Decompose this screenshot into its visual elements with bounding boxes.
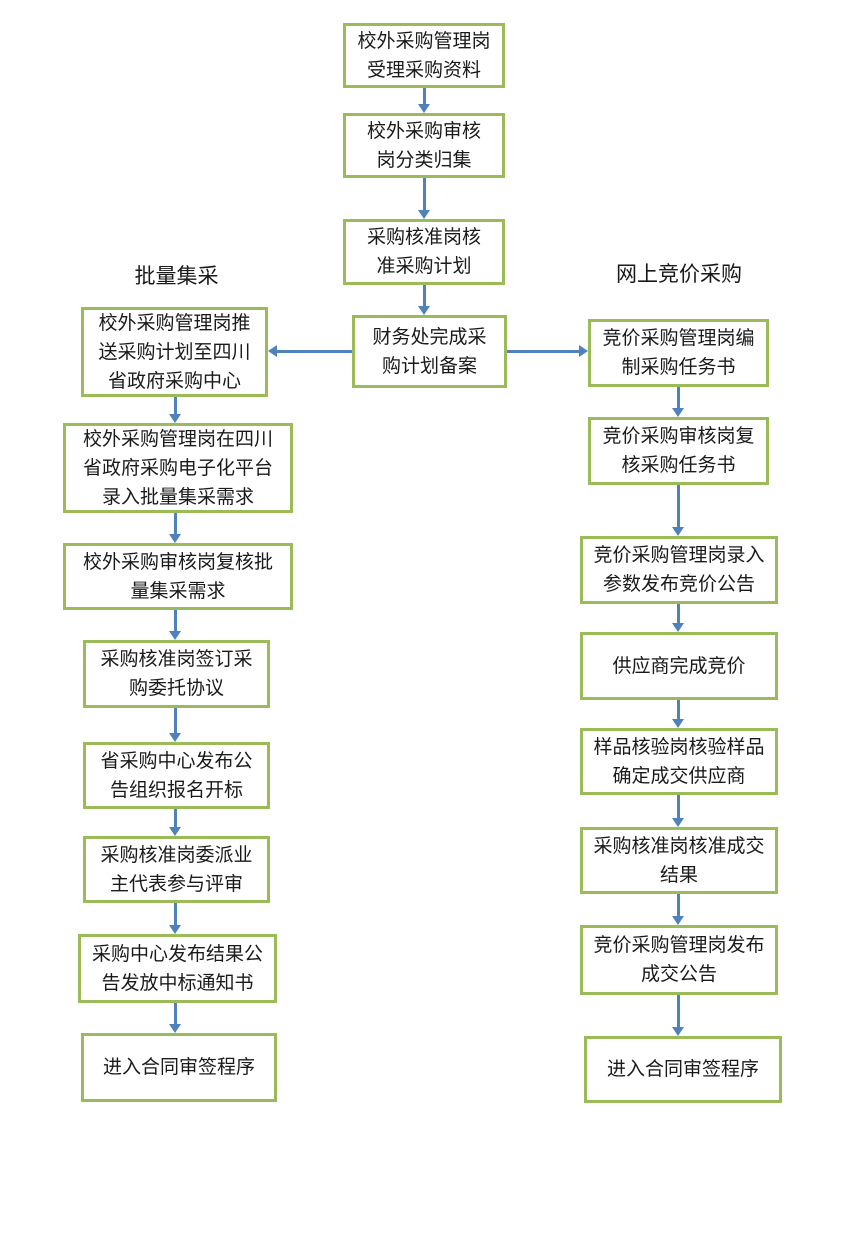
branch-title-batch-procurement: 批量集采 bbox=[134, 264, 219, 288]
arrow-head bbox=[672, 1027, 684, 1036]
step-label: 采购核准岗委派业主代表参与评审 bbox=[100, 844, 253, 895]
step-review-task-book: 竞价采购审核岗复核采购任务书 bbox=[588, 417, 769, 485]
arrow-down-icon bbox=[672, 894, 684, 925]
step-label: 财务处完成采购计划备案 bbox=[372, 326, 487, 377]
arrow-down-icon bbox=[672, 700, 684, 728]
arrow-stem bbox=[173, 610, 177, 632]
step-finance-plan-filing: 财务处完成采购计划备案 bbox=[352, 315, 507, 388]
arrow-head bbox=[169, 1024, 181, 1033]
arrow-stem bbox=[676, 795, 680, 819]
step-accept-purchase-materials: 校外采购管理岗受理采购资料 bbox=[343, 23, 505, 88]
step-label: 校外采购管理岗在四川省政府采购电子化平台录入批量集采需求 bbox=[82, 428, 273, 508]
arrow-head bbox=[418, 306, 430, 315]
step-label: 校外采购审核岗复核批量集采需求 bbox=[82, 551, 273, 602]
arrow-head bbox=[169, 827, 181, 836]
step-label: 采购核准岗核准采购计划 bbox=[366, 227, 481, 277]
arrow-down-icon bbox=[418, 285, 430, 315]
arrow-stem bbox=[173, 397, 177, 415]
arrow-head bbox=[169, 414, 181, 423]
step-label: 省采购中心发布公告组织报名开标 bbox=[100, 750, 253, 801]
arrow-down-icon bbox=[169, 610, 181, 640]
step-label: 采购中心发布结果公告发放中标通知书 bbox=[91, 943, 263, 994]
step-label: 竞价采购管理岗录入参数发布竞价公告 bbox=[593, 545, 765, 595]
step-label: 竞价采购审核岗复核采购任务书 bbox=[602, 426, 755, 476]
arrow-head bbox=[672, 719, 684, 728]
arrow-down-icon bbox=[672, 995, 684, 1036]
arrow-stem bbox=[507, 350, 580, 353]
arrow-stem bbox=[422, 88, 426, 105]
arrow-stem bbox=[676, 485, 680, 528]
arrow-stem bbox=[173, 513, 177, 535]
arrow-stem bbox=[676, 995, 680, 1028]
arrow-stem bbox=[276, 350, 352, 353]
arrow-stem bbox=[173, 903, 177, 926]
arrow-head bbox=[169, 534, 181, 543]
step-label: 供应商完成竞价 bbox=[612, 655, 746, 677]
arrow-stem bbox=[173, 1003, 177, 1025]
step-enter-contract-review-right: 进入合同审签程序 bbox=[584, 1036, 782, 1103]
arrow-head bbox=[672, 623, 684, 632]
step-label: 竞价采购管理岗发布成交公告 bbox=[593, 935, 765, 985]
step-sample-verify: 样品核验岗核验样品确定成交供应商 bbox=[580, 728, 778, 795]
step-assign-owner-representative: 采购核准岗委派业主代表参与评审 bbox=[83, 836, 270, 903]
arrow-head bbox=[672, 818, 684, 827]
arrow-head bbox=[418, 104, 430, 113]
step-approve-purchase-plan: 采购核准岗核准采购计划 bbox=[343, 219, 505, 285]
arrow-stem bbox=[173, 809, 177, 828]
step-publish-deal-notice: 竞价采购管理岗发布成交公告 bbox=[580, 925, 778, 995]
step-enter-contract-review-left: 进入合同审签程序 bbox=[81, 1033, 277, 1102]
arrow-down-icon bbox=[672, 387, 684, 417]
arrow-stem bbox=[173, 708, 177, 734]
arrow-down-icon bbox=[169, 708, 181, 742]
step-label: 样品核验岗核验样品确定成交供应商 bbox=[593, 736, 765, 787]
arrow-down-icon bbox=[672, 485, 684, 536]
arrow-head bbox=[672, 408, 684, 417]
arrow-stem bbox=[676, 894, 680, 917]
arrow-left-icon bbox=[268, 345, 352, 358]
step-push-plan-to-province-center: 校外采购管理岗推送采购计划至四川省政府采购中心 bbox=[81, 307, 268, 397]
arrow-head bbox=[268, 345, 277, 357]
arrow-head bbox=[169, 925, 181, 934]
step-approve-deal-result: 采购核准岗核准成交结果 bbox=[580, 827, 778, 894]
arrow-head bbox=[169, 631, 181, 640]
arrow-down-icon bbox=[169, 513, 181, 543]
step-label: 校外采购管理岗推送采购计划至四川省政府采购中心 bbox=[98, 312, 251, 392]
step-label: 进入合同审签程序 bbox=[606, 1059, 759, 1080]
step-sign-entrust-agreement: 采购核准岗签订采购委托协议 bbox=[83, 640, 270, 708]
arrow-stem bbox=[676, 387, 680, 409]
step-province-center-publish-notice: 省采购中心发布公告组织报名开标 bbox=[83, 742, 270, 809]
step-label: 校外采购管理岗受理采购资料 bbox=[357, 30, 491, 81]
arrow-down-icon bbox=[169, 809, 181, 836]
arrow-head bbox=[672, 916, 684, 925]
step-compile-task-book: 竞价采购管理岗编制采购任务书 bbox=[588, 319, 769, 387]
arrow-right-icon bbox=[507, 345, 588, 358]
step-label: 竞价采购管理岗编制采购任务书 bbox=[602, 328, 755, 378]
step-enter-batch-demand: 校外采购管理岗在四川省政府采购电子化平台录入批量集采需求 bbox=[63, 423, 293, 513]
arrow-head bbox=[672, 527, 684, 536]
arrow-head bbox=[418, 210, 430, 219]
arrow-stem bbox=[422, 285, 426, 307]
arrow-down-icon bbox=[169, 903, 181, 934]
arrow-head bbox=[579, 345, 588, 357]
arrow-stem bbox=[676, 700, 680, 720]
step-label: 采购核准岗签订采购委托协议 bbox=[100, 649, 253, 699]
step-supplier-bidding: 供应商完成竞价 bbox=[580, 632, 778, 700]
arrow-down-icon bbox=[672, 795, 684, 827]
step-publish-result-notice: 采购中心发布结果公告发放中标通知书 bbox=[78, 934, 277, 1003]
arrow-stem bbox=[422, 178, 426, 211]
arrow-head bbox=[169, 733, 181, 742]
step-label: 校外采购审核岗分类归集 bbox=[366, 120, 481, 171]
arrow-stem bbox=[676, 604, 680, 624]
arrow-down-icon bbox=[672, 604, 684, 632]
step-publish-bidding-notice: 竞价采购管理岗录入参数发布竞价公告 bbox=[580, 536, 778, 604]
step-classify-collect: 校外采购审核岗分类归集 bbox=[343, 113, 505, 178]
step-review-batch-demand: 校外采购审核岗复核批量集采需求 bbox=[63, 543, 293, 610]
arrow-down-icon bbox=[418, 178, 430, 219]
arrow-down-icon bbox=[169, 1003, 181, 1033]
arrow-down-icon bbox=[418, 88, 430, 113]
arrow-down-icon bbox=[169, 397, 181, 423]
step-label: 采购核准岗核准成交结果 bbox=[593, 835, 765, 886]
branch-title-online-bidding: 网上竞价采购 bbox=[616, 262, 742, 286]
step-label: 进入合同审签程序 bbox=[102, 1057, 255, 1078]
